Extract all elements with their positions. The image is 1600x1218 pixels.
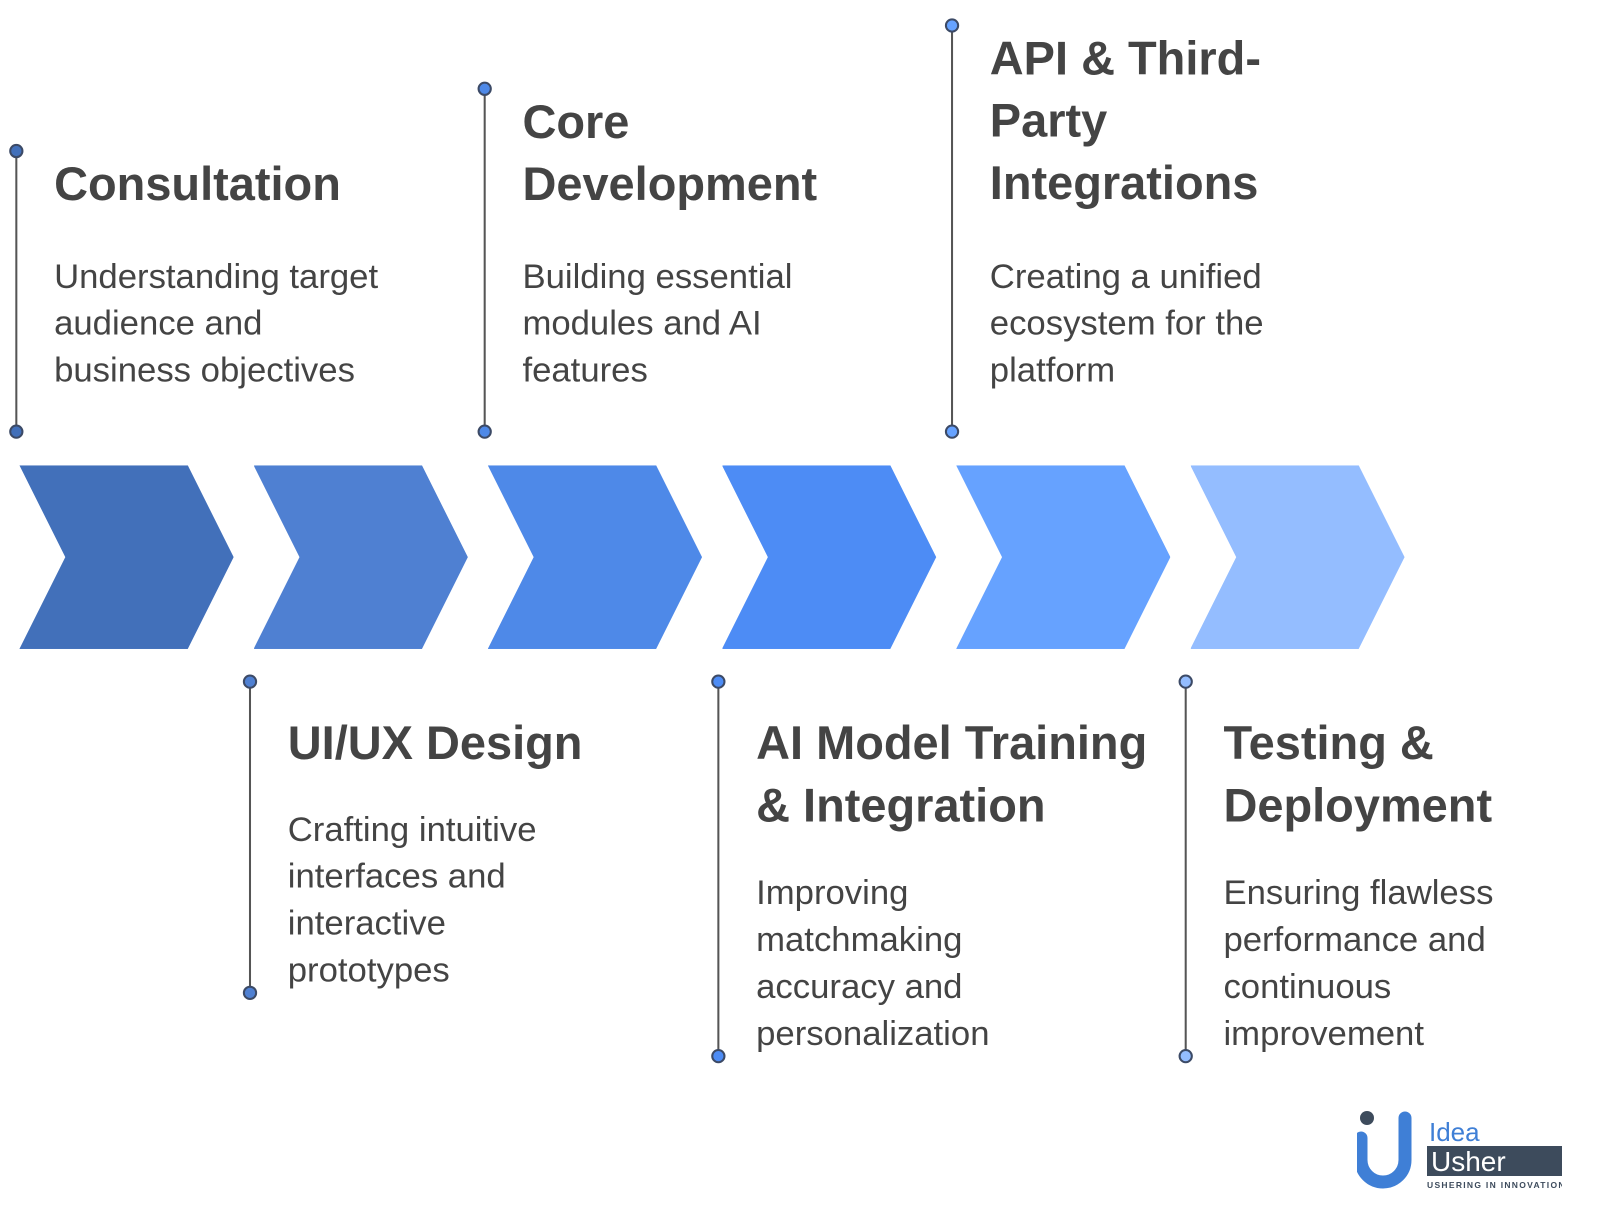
step-description: Creating a unified ecosystem for the platf… [990,253,1264,394]
step-title-line: AI Model Training [756,716,1148,770]
connector-dot [477,81,492,96]
step-description-line: prototypes [287,951,450,990]
step-description-line: interactive [287,904,446,943]
step-title-line: Testing & [1223,716,1434,770]
connector-line [951,25,954,432]
step-title-line: Integrations [989,156,1259,210]
chevron-step-2 [253,465,468,649]
svg-text:Usher: Usher [1431,1146,1506,1177]
connector-dot [477,424,492,439]
step-title-line: API & Third- [989,31,1261,85]
connector-line [483,88,486,432]
svg-text:Idea: Idea [1429,1117,1480,1147]
step-title: AI Model Training & Integration [756,712,1147,836]
step-description-line: audience and [54,304,263,343]
connector-line [248,681,252,993]
step-title: Consultation [54,153,341,215]
chevron-step-6 [1190,465,1405,649]
connector-line [15,151,18,432]
connector-dot [1178,674,1193,689]
idea-usher-logo: Idea Usher USHERING IN INNOVATION [1354,1108,1564,1193]
step-description: Improving matchmaking accuracy and personal… [756,869,989,1057]
connector-dot [944,424,960,439]
step-description-line: accuracy and [756,967,963,1007]
connector-dot [1178,1048,1193,1064]
step-description-line: performance and [1223,920,1486,960]
step-description-line: features [522,351,648,390]
connector-dot [242,674,258,689]
step-description-line: Crafting intuitive [287,810,537,849]
step-description-line: Improving [756,873,909,913]
step-title-line: Consultation [54,157,341,211]
step-title-line: Core [522,94,630,148]
step-description-line: Ensuring flawless [1223,873,1494,913]
step-description: Understanding target audience and business… [54,253,378,394]
step-description-line: matchmaking [756,920,963,960]
step-description-line: continuous [1223,967,1392,1007]
connector-line [717,681,720,1057]
connector-dot [242,985,258,1000]
step-description-line: Building essential [522,257,793,296]
step-title-line: Deployment [1223,778,1493,832]
step-description-line: ecosystem for the [989,304,1264,343]
svg-text:USHERING IN INNOVATION: USHERING IN INNOVATION [1427,1180,1562,1190]
step-description-line: personalization [756,1014,990,1054]
chevron-step-3 [487,465,703,649]
step-description-line: Creating a unified [989,257,1262,296]
step-description-line: improvement [1223,1014,1424,1054]
step-title: UI/UX Design [288,712,583,774]
connector-dot [9,424,24,439]
connector-dot [711,1048,726,1064]
step-title-line: & Integration [756,778,1046,832]
chevron-step-1 [19,465,234,649]
connector-dot [9,143,24,159]
step-description: Ensuring flawless performance and continuo… [1223,869,1493,1057]
chevron-step-5 [956,465,1171,649]
step-description-line: business objectives [54,351,355,390]
connector-dot [944,18,960,33]
chevron-step-4 [721,465,937,649]
step-title-line: UI/UX Design [287,716,583,770]
step-description-line: platform [989,351,1116,390]
step-description: Crafting intuitive interfaces and interact… [288,806,537,994]
step-title-line: Party [989,93,1108,147]
step-description-line: modules and AI [522,304,762,343]
step-title: Testing & Deployment [1223,712,1492,836]
step-description-line: interfaces and [287,857,506,896]
step-title-line: Development [522,157,818,211]
connector-line [1184,681,1187,1057]
connector-dot [711,674,726,689]
step-description-line: Understanding target [54,257,379,296]
step-description: Building essential modules and AI features [522,253,792,394]
